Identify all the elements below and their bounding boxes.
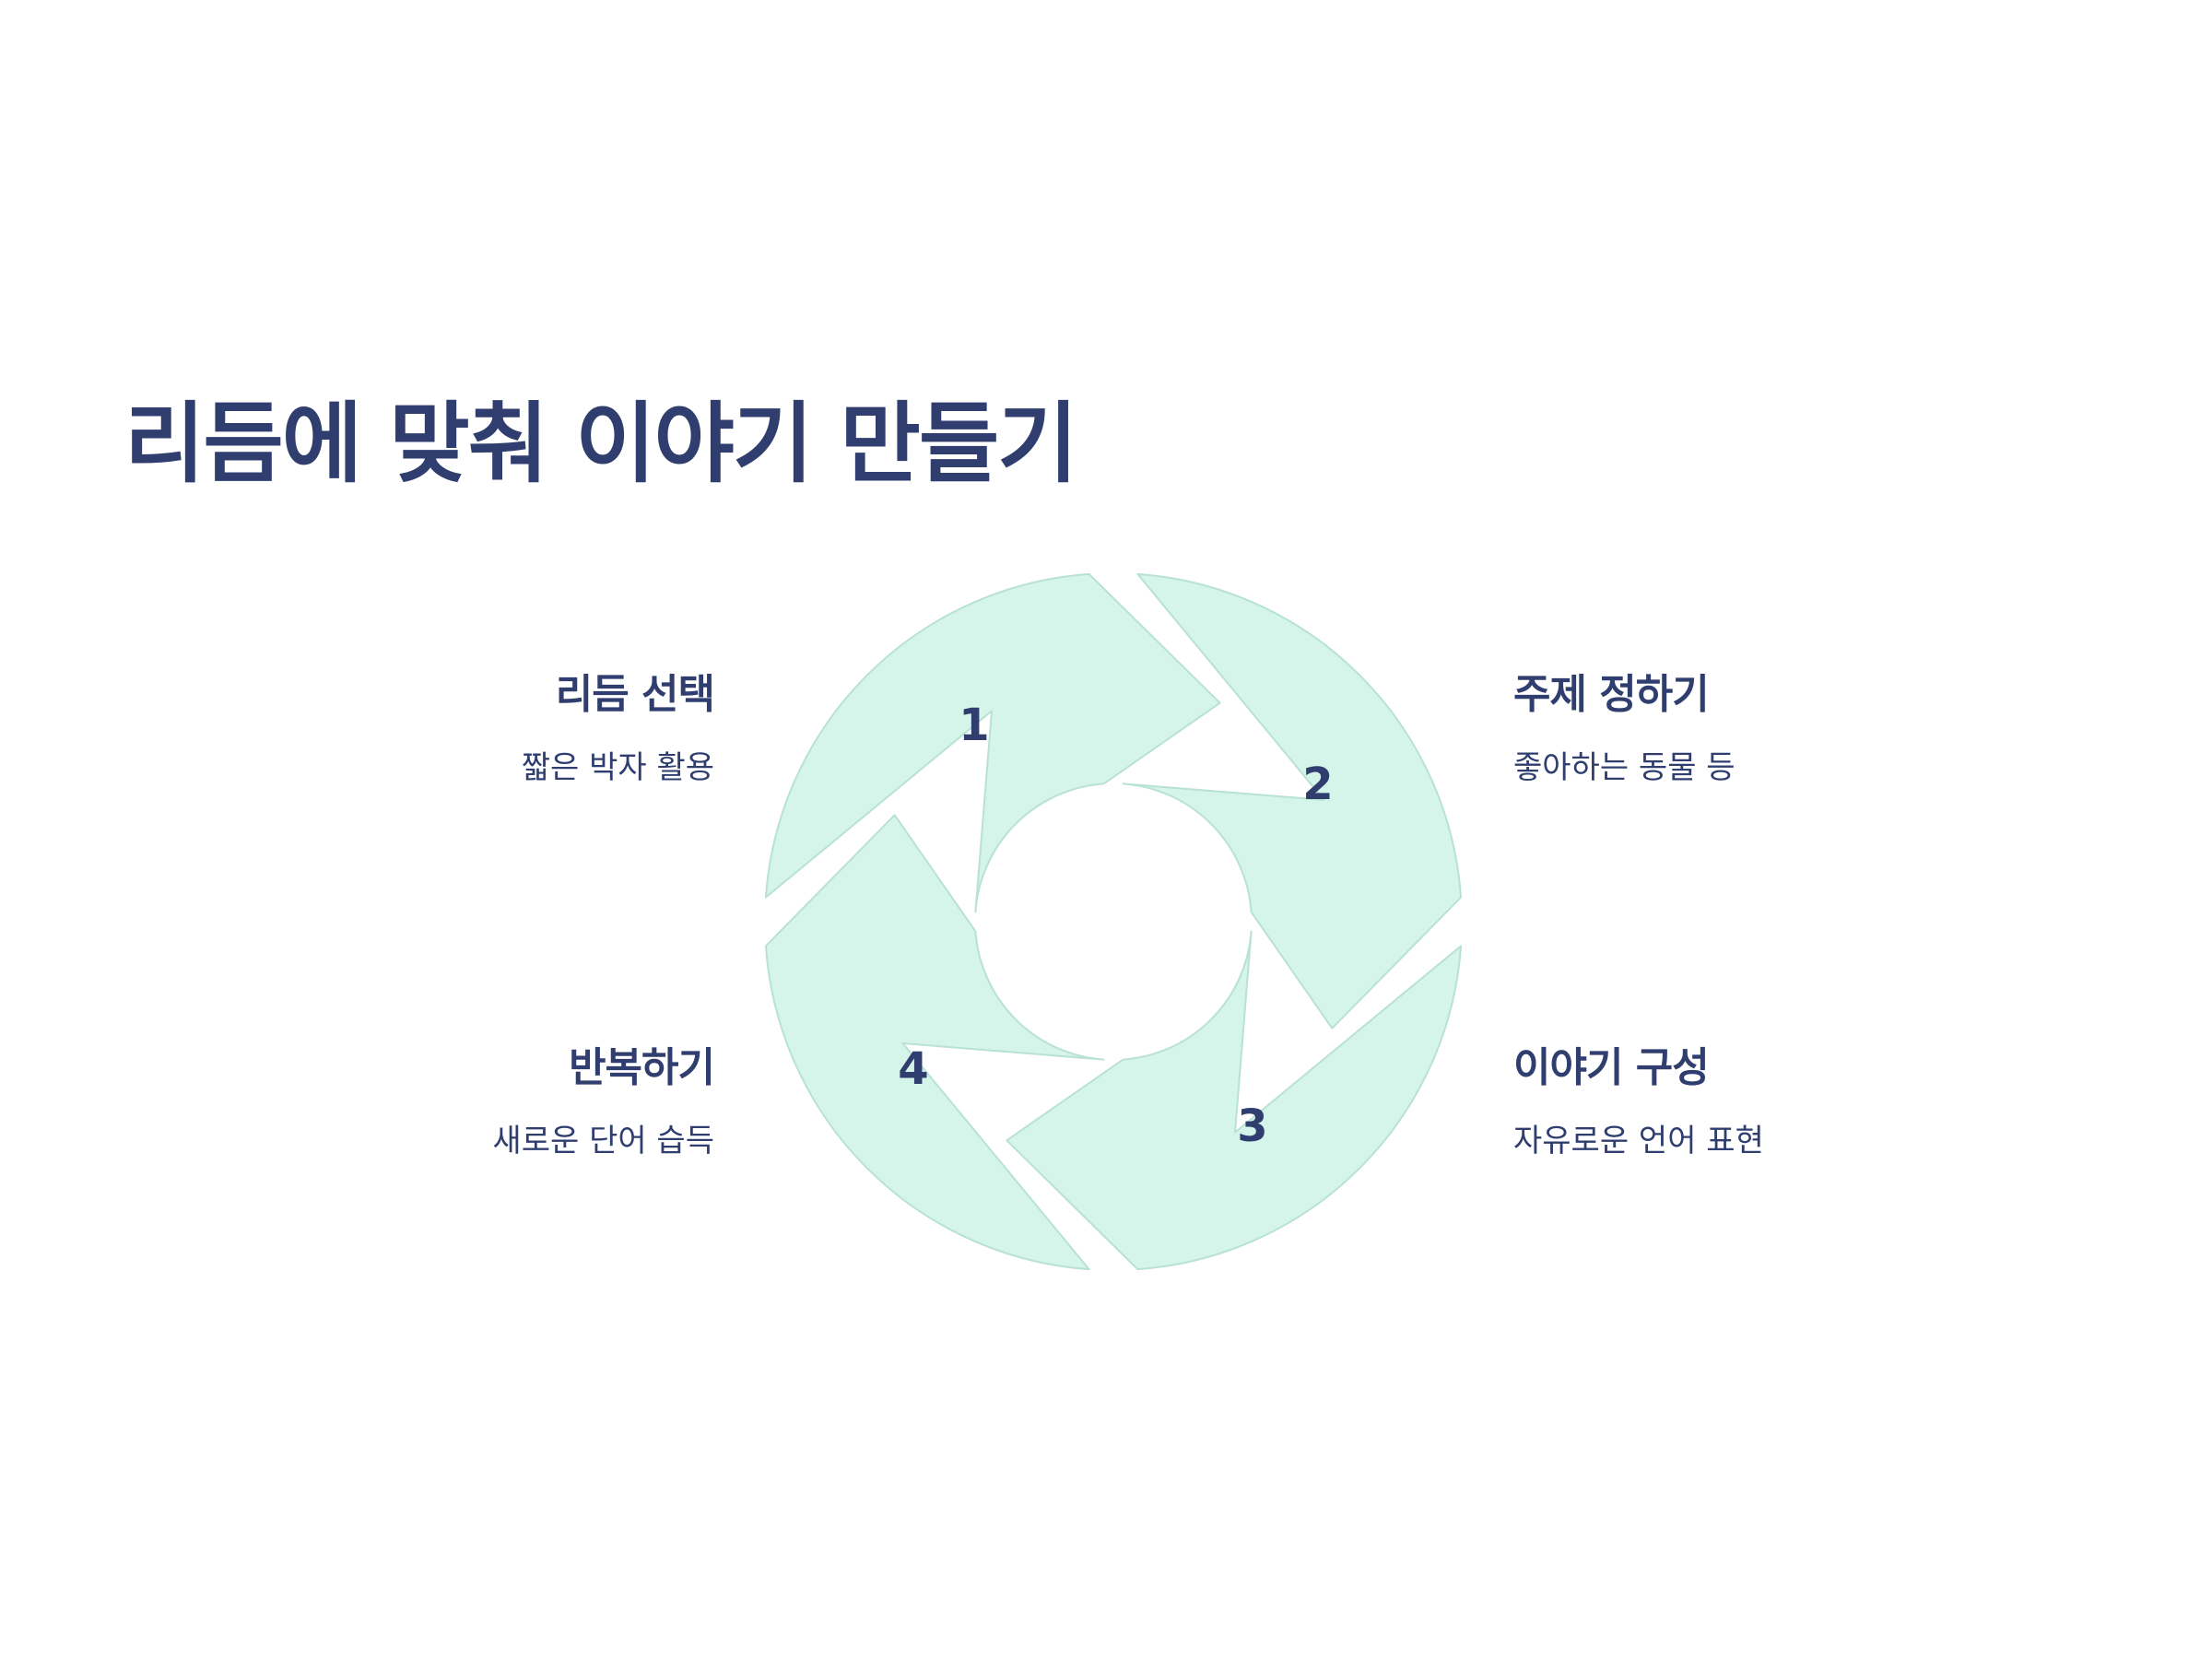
step-1-description: 짧은 박자 활용: [521, 748, 714, 786]
step-1-number: 1: [959, 700, 989, 751]
step-3-number: 3: [1237, 1100, 1267, 1152]
step-3-label: 이야기 구성 자유로운 언어 표현: [1513, 1044, 1764, 1160]
step-4-number: 4: [898, 1043, 928, 1095]
cycle-segment-1: [764, 572, 1221, 913]
step-2-description: 좋아하는 동물 등: [1513, 748, 1735, 786]
step-4-label: 반복하기 새로운 단어 습득: [492, 1044, 715, 1160]
step-2-title: 주제 정하기: [1513, 671, 1710, 718]
step-2-label: 주제 정하기 좋아하는 동물 등: [1513, 671, 1735, 787]
cycle-segment-2: [1122, 572, 1463, 1030]
step-4-description: 새로운 단어 습득: [492, 1122, 714, 1159]
page-title: 리듬에 맞춰 이야기 만들기: [124, 394, 1078, 495]
cycle-segment-3: [1006, 930, 1463, 1271]
step-1-label: 리듬 선택 짧은 박자 활용: [521, 671, 715, 787]
step-3-description: 자유로운 언어 표현: [1513, 1122, 1764, 1159]
step-3-title: 이야기 구성: [1513, 1044, 1710, 1091]
step-2-number: 2: [1302, 759, 1333, 810]
cycle-segment-4: [764, 814, 1105, 1271]
step-1-title: 리듬 선택: [555, 671, 715, 718]
step-4-title: 반복하기: [569, 1044, 715, 1091]
